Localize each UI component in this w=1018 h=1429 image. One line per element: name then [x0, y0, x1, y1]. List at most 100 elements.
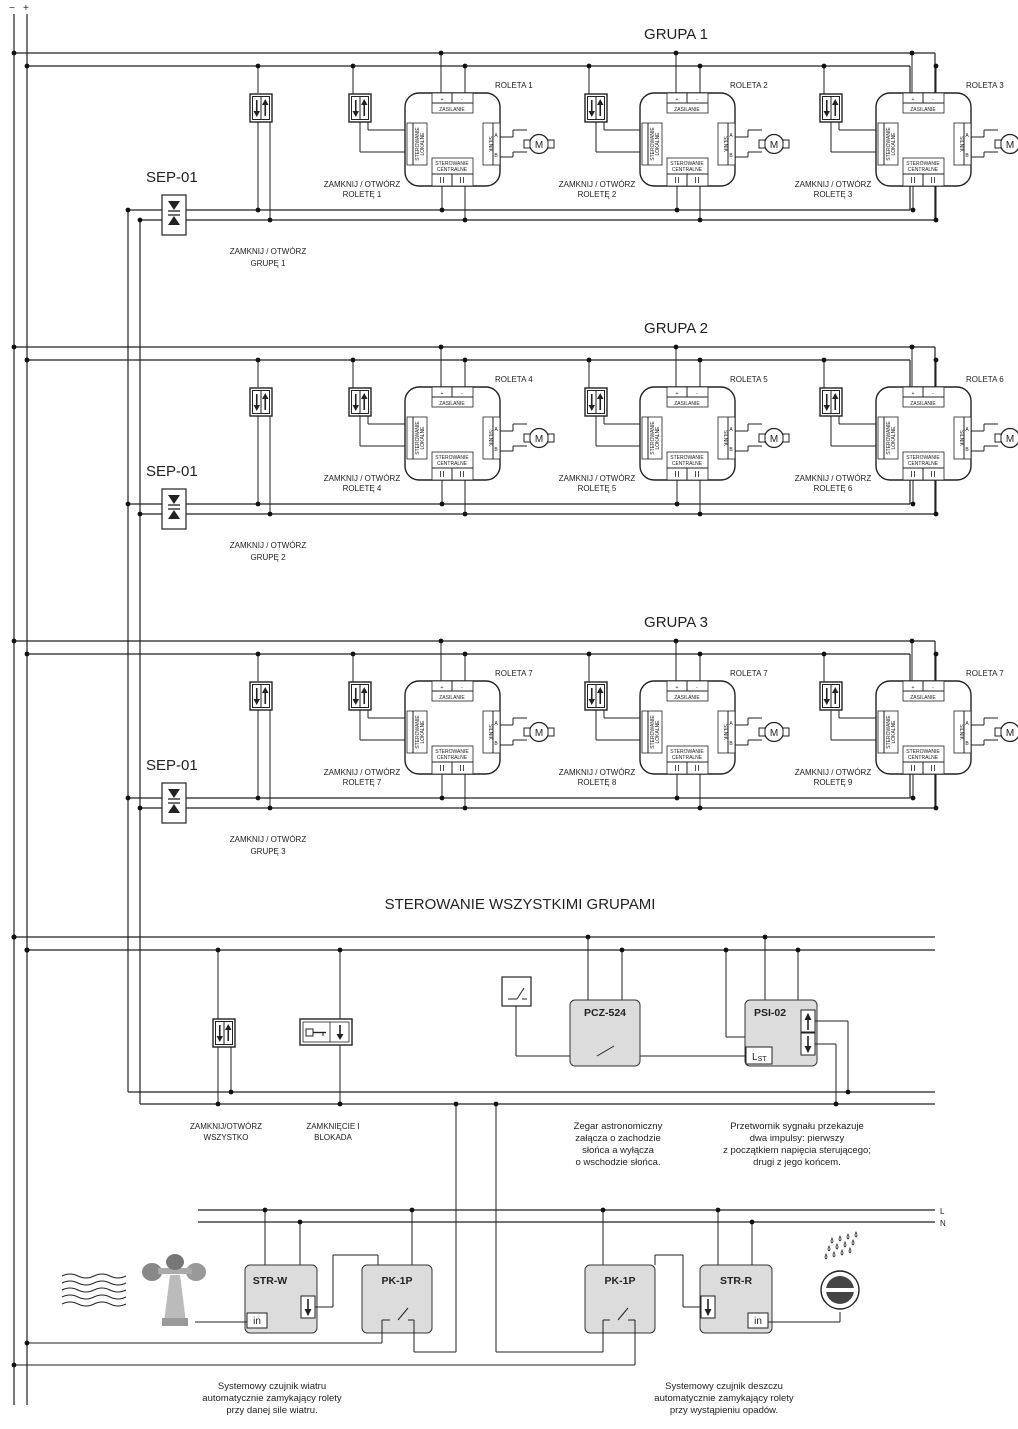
zasilanie-label: ZASILANIE — [910, 695, 936, 701]
local-label-2: LOKALNE — [891, 426, 897, 450]
roleta-caption-1: ZAMKNIJ / OTWÓRZ — [324, 768, 401, 777]
silnik-a: A — [965, 427, 969, 433]
group-3-label-1: ZAMKNIJ / OTWÓRZ — [230, 835, 307, 844]
silnik-b: B — [965, 741, 969, 747]
central-label-2: CENTRALNE — [437, 167, 468, 173]
switch-all-label-2: WSZYSTKO — [204, 1133, 249, 1142]
sep-01-diode-icon — [161, 194, 187, 236]
central-label-1: STEROWANIE — [906, 455, 940, 461]
roleta-caption-2: ROLETĘ 9 — [814, 778, 853, 787]
key-switch-label-1: ZAMKNIĘCIE I — [306, 1122, 359, 1131]
zasilanie-minus: - — [461, 685, 463, 691]
zasilanie-plus: + — [676, 391, 679, 397]
group-switch-icon[interactable] — [249, 681, 273, 711]
silnik-label: SILNIK — [722, 430, 728, 447]
motor-label: M — [770, 728, 778, 739]
rain-desc-1: Systemowy czujnik deszczu — [665, 1381, 783, 1392]
rain-sensor-icon — [820, 1270, 860, 1310]
pk-1p-module-2: PK-1P — [584, 1264, 656, 1334]
roleta-label: ROLETA 2 — [730, 81, 768, 90]
central-label-2: CENTRALNE — [437, 461, 468, 467]
silnik-a: A — [729, 721, 733, 727]
zasilanie-label: ZASILANIE — [910, 401, 936, 407]
silnik-b: B — [729, 447, 733, 453]
central-label-2: CENTRALNE — [908, 461, 939, 467]
group-1-title: GRUPA 1 — [644, 26, 708, 43]
line-l-label: L — [940, 1207, 945, 1216]
motor-label: M — [535, 728, 543, 739]
local-switch-icon[interactable] — [348, 93, 372, 123]
silnik-label: SILNIK — [958, 136, 964, 153]
pk-1p-name-2: PK-1P — [605, 1275, 636, 1287]
local-label-2: LOKALNE — [891, 132, 897, 156]
pcz-desc-3: słońca a wyłącza — [582, 1145, 655, 1156]
roleta-caption-1: ZAMKNIJ / OTWÓRZ — [324, 180, 401, 189]
motor-label: M — [535, 434, 543, 445]
local-switch-icon[interactable] — [348, 681, 372, 711]
central-label-1: STEROWANIE — [435, 749, 469, 755]
silnik-label: SILNIK — [958, 724, 964, 741]
zasilanie-minus: - — [696, 391, 698, 397]
local-label-2: LOKALNE — [655, 132, 661, 156]
psi-desc-1: Przetwornik sygnału przekazuje — [730, 1121, 864, 1132]
local-label: STEROWANIE — [650, 421, 656, 455]
local-switch-icon[interactable] — [348, 387, 372, 417]
group-switch-icon[interactable] — [249, 93, 273, 123]
central-label-2: CENTRALNE — [908, 167, 939, 173]
local-switch-icon[interactable] — [584, 93, 608, 123]
local-label: STEROWANIE — [650, 127, 656, 161]
central-label-1: STEROWANIE — [670, 161, 704, 167]
pcz-desc-2: załącza o zachodzie — [575, 1133, 661, 1144]
local-switch-icon[interactable] — [584, 387, 608, 417]
zasilanie-plus: + — [441, 391, 444, 397]
silnik-a: A — [729, 427, 733, 433]
local-switch-icon[interactable] — [584, 681, 608, 711]
local-switch-icon[interactable] — [819, 681, 843, 711]
central-label-1: STEROWANIE — [670, 749, 704, 755]
key-switch-label-2: BLOKADA — [314, 1133, 352, 1142]
motor-label: M — [1006, 434, 1014, 445]
zasilanie-label: ZASILANIE — [439, 695, 465, 701]
sep-01-label-3: SEP-01 — [146, 757, 198, 774]
local-switch-icon[interactable] — [819, 93, 843, 123]
local-label-2: LOKALNE — [655, 426, 661, 450]
rain-desc-2: automatycznie zamykający rolety — [654, 1393, 794, 1404]
str-r-in: in — [754, 1316, 762, 1327]
supply-rails: − + — [9, 3, 29, 1405]
silnik-label: SILNIK — [487, 430, 493, 447]
switch-all-icon[interactable] — [212, 1018, 236, 1048]
local-label-2: LOKALNE — [420, 720, 426, 744]
psi-desc-2: dwa impulsy: pierwszy — [750, 1133, 845, 1144]
zasilanie-label: ZASILANIE — [439, 107, 465, 113]
group-switch-icon[interactable] — [249, 387, 273, 417]
anemometer-icon — [142, 1254, 206, 1326]
roleta-label: ROLETA 1 — [495, 81, 533, 90]
silnik-a: A — [494, 721, 498, 727]
line-n-label: N — [940, 1219, 946, 1228]
local-switch-icon[interactable] — [819, 387, 843, 417]
str-w-name: STR-W — [253, 1275, 287, 1287]
zasilanie-plus: + — [912, 391, 915, 397]
zasilanie-minus: - — [932, 685, 934, 691]
rain-desc-3: przy wystąpieniu opadów. — [670, 1405, 778, 1416]
lst-label: LST — [752, 1052, 767, 1063]
switch-all-label-1: ZAMKNIJ/OTWÓRZ — [190, 1122, 262, 1131]
zasilanie-label: ZASILANIE — [674, 401, 700, 407]
psi-02-module: PSI-02 LST — [744, 999, 818, 1067]
zasilanie-plus: + — [676, 685, 679, 691]
pk-1p-module-1: PK-1P — [361, 1264, 433, 1334]
zasilanie-plus: + — [441, 685, 444, 691]
key-switch-icon[interactable] — [299, 1018, 353, 1046]
silnik-b: B — [965, 447, 969, 453]
sep-01-label-1: SEP-01 — [146, 169, 198, 186]
silnik-a: A — [494, 133, 498, 139]
central-label-1: STEROWANIE — [435, 161, 469, 167]
roleta-label: ROLETA 6 — [966, 375, 1004, 384]
